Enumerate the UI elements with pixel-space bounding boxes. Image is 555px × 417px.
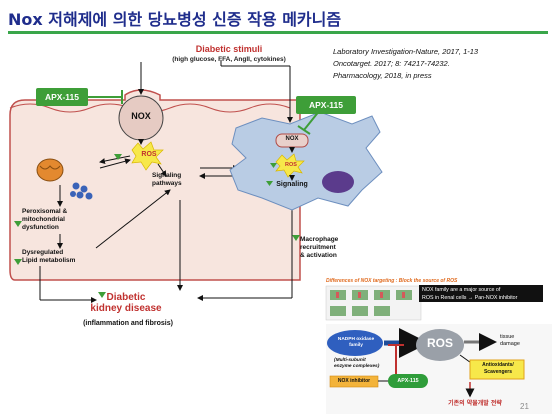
antioxidant-box <box>469 359 525 380</box>
peroxisomal-label: Peroxisomal & mitochondrial dysfunction <box>22 208 68 231</box>
ros-label-right: ROS <box>285 162 297 168</box>
reference-2: Oncotarget. 2017; 8: 74217-74232. <box>333 59 450 68</box>
nox-label-left: NOX <box>131 111 151 121</box>
decrease-arrows <box>14 154 300 298</box>
page-title: Nox 저해제에 의한 당뇨병성 신증 작용 메카니즘 <box>8 10 342 29</box>
inhibition-bar-right <box>297 125 311 135</box>
ros-burst-left <box>131 141 164 171</box>
antioxidants-label: Antioxidants/ Scavengers <box>482 362 514 375</box>
apx-115-inset-label: APX-115 <box>397 378 419 384</box>
inset-callout: NOX family are a major source of ROS in … <box>419 285 543 302</box>
reference-3: Pharmacology, 2018, in press <box>333 71 432 80</box>
inset-ros-node <box>416 329 464 361</box>
mitochondria-icon <box>36 158 64 182</box>
page-number: 21 <box>520 402 529 411</box>
diabetic-stimuli-label: Diabetic stimuli <box>195 44 263 54</box>
apx-115-inset-pill <box>388 374 428 388</box>
dkd-subtitle: (inflammation and fibrosis) <box>83 320 173 327</box>
nox-label-right: NOX <box>285 136 299 142</box>
title-underline <box>8 31 548 34</box>
tissue-damage-label: tissue damage <box>500 334 520 347</box>
nadph-oxidase-label: NADPH oxidase family <box>337 337 375 348</box>
ros-label-left: ROS <box>141 151 157 158</box>
nox-inhibitor-label: NOX inhibitor <box>337 378 371 384</box>
nadph-oxidase-node <box>327 330 383 356</box>
signaling-pathways-label: Signaling pathways <box>152 172 182 187</box>
references: Laboratory Investigation-Nature, 2017, 1… <box>333 46 553 82</box>
macrophage-label: Macrophage recruitment & activation <box>300 236 339 259</box>
left-cell <box>9 89 301 281</box>
reference-1: Laboratory Investigation-Nature, 2017, 1… <box>333 47 479 56</box>
conventional-strategy-label: 기존의 약물개발 전략 <box>448 400 502 407</box>
multi-subunit-label: (Multi-subunit enzyme complexes) <box>334 358 380 369</box>
apx-115-label-right: APX-115 <box>296 96 356 114</box>
nucleus-icon <box>322 171 354 193</box>
ros-burst-right <box>275 153 305 178</box>
signaling-label-right: Signaling <box>276 181 308 188</box>
inset-title: Differences of NOX targeting : Block the… <box>326 278 458 284</box>
diabetic-kidney-disease-label: Diabetic kidney disease <box>90 292 162 314</box>
lipid-metabolism-label: Dysregulated Lipid metabolism <box>22 249 76 264</box>
peroxisome-icon <box>70 182 93 200</box>
inset-ros-label: ROS <box>426 336 453 350</box>
apx-115-label-left: APX-115 <box>36 88 88 106</box>
diabetic-stimuli-detail: (high glucose, FFA, AngII, cytokines) <box>172 56 286 63</box>
